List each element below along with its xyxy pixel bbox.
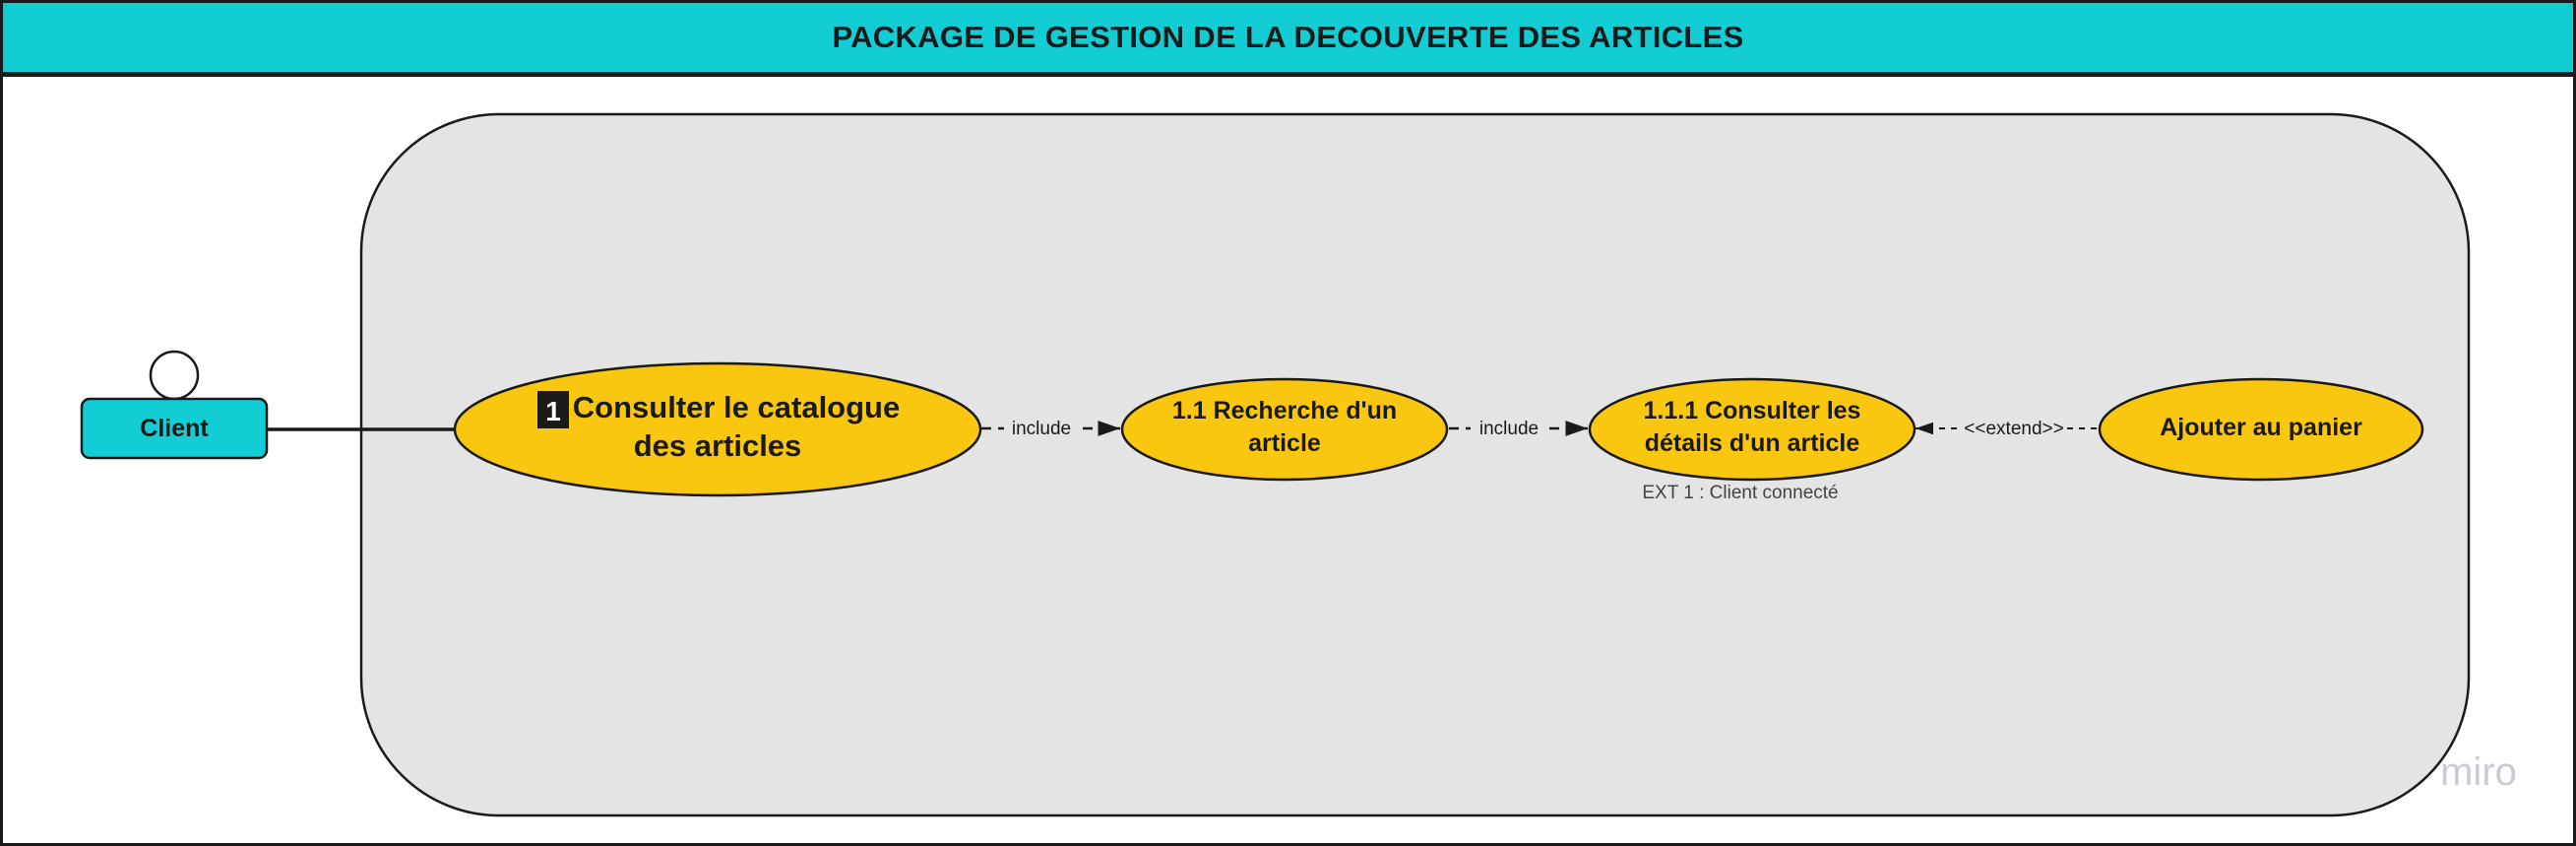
use-case-main-line1: Consulter le catalogue [573,390,900,424]
include-label-2: include [1479,419,1539,439]
use-case-recherche-article[interactable]: 1.1 Recherche d'un article [1120,377,1449,482]
page-header: PACKAGE DE GESTION DE LA DECOUVERTE DES … [0,0,2576,77]
actor-box [80,397,269,460]
miro-watermark: miro [2440,750,2517,794]
use-case-ellipse [1120,377,1449,482]
include-relation-1: include [981,419,1120,439]
include-label-1: include [1012,419,1071,439]
number-badge-label: 1 [545,396,561,426]
actor-head-icon [149,350,200,401]
extend-label: <<extend>> [1964,419,2063,439]
extend-relation: <<extend>> [1916,419,2099,439]
include-relation-2: include [1449,419,1588,439]
extension-point-note: EXT 1 : Client connecté [1642,483,1838,503]
use-case-ellipse [453,361,982,497]
use-case-search-line1: 1.1 Recherche d'un [1172,397,1397,424]
actor-client[interactable]: Client [80,350,269,460]
use-case-search-line2: article [1248,429,1321,457]
use-case-consulter-catalogue[interactable]: 1 Consulter le catalogue des articles [453,361,982,497]
use-case-consulter-details[interactable]: 1.1.1 Consulter les détails d'un article [1588,377,1916,482]
use-case-details-line2: détails d'un article [1645,429,1860,457]
page-title: PACKAGE DE GESTION DE LA DECOUVERTE DES … [832,20,1744,54]
use-case-ellipse [1588,377,1916,482]
use-case-ellipse [2098,377,2424,482]
use-case-cart-label: Ajouter au panier [2160,414,2362,441]
use-case-ajouter-panier[interactable]: Ajouter au panier [2098,377,2424,482]
number-badge [537,391,569,428]
use-case-details-line1: 1.1.1 Consulter les [1644,397,1861,424]
system-boundary [359,112,2471,817]
use-case-main-line2: des articles [634,428,802,463]
actor-label: Client [140,415,209,442]
